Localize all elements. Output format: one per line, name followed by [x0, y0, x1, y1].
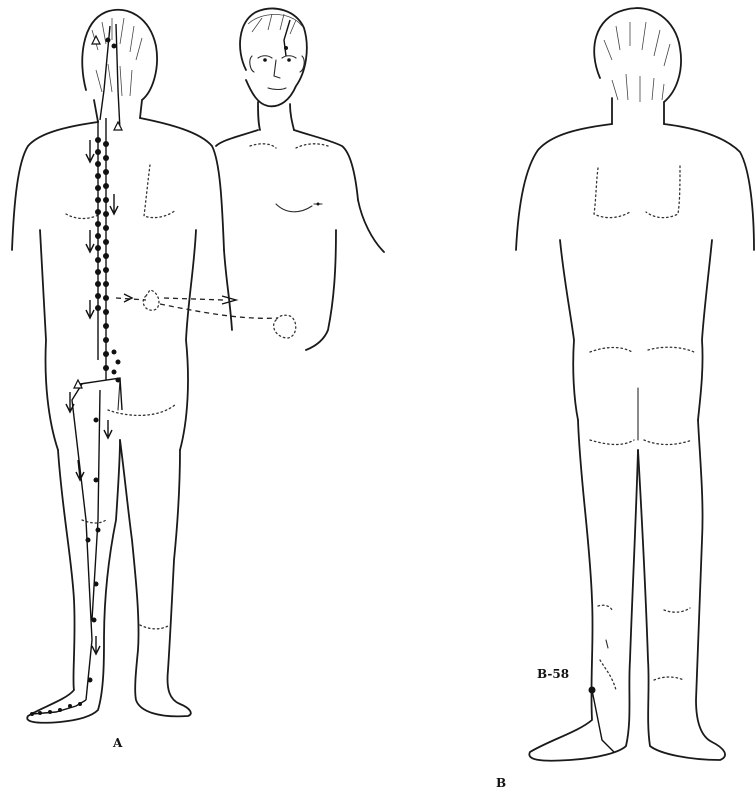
figure-b-knee-left [598, 605, 612, 610]
front-torso-left [224, 250, 232, 330]
figure-b-hair [604, 22, 670, 102]
figure-b-waist [590, 347, 694, 352]
figure-a-kidney-connection [116, 290, 278, 318]
figure-a-neck [94, 100, 98, 122]
b58-label: B-58 [537, 667, 569, 681]
figure-b-back-view [516, 8, 754, 761]
front-hair [248, 14, 302, 34]
panel-b-label: B [496, 776, 506, 787]
figure-b-torso-left [560, 240, 578, 420]
figure-b-torso-right [698, 240, 712, 420]
figure-a-back-view [12, 10, 278, 723]
figure-b-right-leg [638, 420, 725, 760]
front-torso-side [306, 230, 336, 350]
b58-point [589, 687, 596, 694]
figure-a-scapula-right [144, 165, 176, 218]
panel-a-label: A [112, 736, 123, 750]
front-shoulders [216, 130, 358, 200]
figure-b-head [594, 8, 681, 124]
figure-a-knee-right [140, 625, 168, 629]
front-chest-line [276, 204, 312, 212]
figure-b-right-arm [664, 124, 754, 250]
figure-b-knee-right [664, 608, 690, 612]
front-head [240, 9, 307, 107]
front-torso-right [358, 200, 384, 252]
figure-a-meridian-spine [95, 118, 121, 383]
front-collarbones [250, 144, 328, 148]
front-meridian-head [284, 20, 290, 56]
figure-b-left-arm [516, 124, 612, 250]
figure-b-buttock-line [590, 440, 692, 445]
figure-a-gluteal-cleft [118, 380, 120, 410]
figure-a-left-leg [27, 440, 120, 723]
figure-b-scapula-left [594, 168, 630, 218]
figure-b-left-leg [529, 420, 638, 761]
figure-a-torso-left [40, 230, 58, 450]
figure-a-right-arm [140, 118, 224, 250]
figure-a-left-arm [12, 122, 98, 250]
front-bladder-outline [274, 315, 296, 338]
figure-a-torso-right [180, 230, 196, 450]
figure-a-scapula-left [66, 214, 100, 219]
figure-a-right-leg [120, 440, 191, 716]
figure-b-ankle-right [654, 677, 684, 680]
figure-b-calf-left [606, 640, 608, 648]
figure-a-front-view [216, 9, 384, 350]
figure-b-ankle-left [600, 660, 616, 690]
figure-b-scapula-right [646, 166, 680, 218]
